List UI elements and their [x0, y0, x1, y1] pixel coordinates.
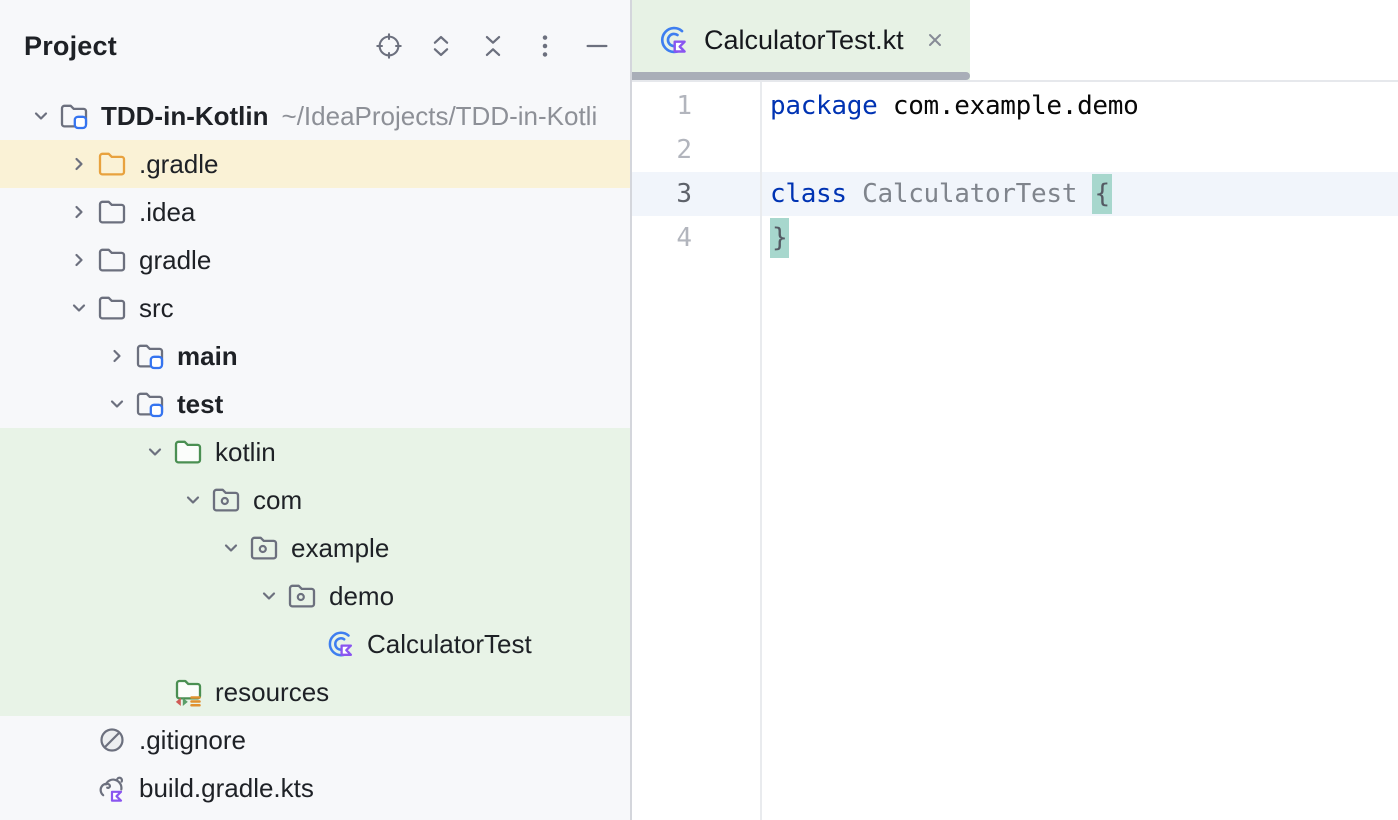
tree-item-label: main	[177, 340, 238, 371]
tree-item-main[interactable]: main	[0, 332, 630, 380]
tree-item-resources[interactable]: resources	[0, 668, 630, 716]
tree-item-build-gradle-kts[interactable]: build.gradle.kts	[0, 764, 630, 812]
package-icon	[286, 580, 318, 612]
package-icon	[248, 532, 280, 564]
code-token-plain: com.example.demo	[877, 91, 1139, 121]
project-tool-window: Project TDD-in-Kotlin ~/IdeaProjects/TDD-…	[0, 0, 632, 820]
line-number[interactable]: 1	[676, 91, 692, 121]
tree-item-label: com	[253, 484, 303, 515]
tree-item-gitignore[interactable]: .gitignore	[0, 716, 630, 764]
line-number[interactable]: 3	[676, 179, 692, 209]
code-token-plain	[1077, 179, 1092, 209]
expand-all-icon[interactable]	[426, 31, 456, 61]
code-token-brace-highlight: }	[770, 218, 790, 258]
editor-pane: CalculatorTest.kt 1 package com.example.d…	[632, 0, 1398, 820]
tree-item-label: .idea	[139, 196, 196, 227]
chevron-down-icon[interactable]	[214, 536, 248, 560]
editor-tab-calculatortest[interactable]: CalculatorTest.kt	[632, 0, 970, 80]
tree-item-label: .gitignore	[139, 724, 246, 755]
tree-item-label: example	[291, 532, 390, 563]
chevron-down-icon[interactable]	[100, 392, 134, 416]
tree-item-label: test	[177, 388, 224, 419]
more-options-icon[interactable]	[530, 31, 560, 61]
kotlin-test-class-icon	[324, 628, 356, 660]
tree-item-idea[interactable]: .idea	[0, 188, 630, 236]
code-token-keyword: class	[770, 179, 847, 209]
kotlin-test-class-icon	[656, 23, 690, 57]
chevron-down-icon[interactable]	[62, 296, 96, 320]
tree-item-label: gradle	[139, 244, 212, 275]
chevron-right-icon[interactable]	[62, 248, 96, 272]
tree-item-label: kotlin	[215, 436, 276, 467]
folder-icon	[96, 244, 128, 276]
test-resources-icon	[172, 676, 204, 708]
tree-item-calculatortest[interactable]: CalculatorTest	[0, 620, 630, 668]
code-line-text: class CalculatorTest {	[770, 174, 1112, 214]
locate-icon[interactable]	[374, 31, 404, 61]
tree-item-label: resources	[215, 676, 330, 707]
collapse-all-icon[interactable]	[478, 31, 508, 61]
code-line-text: package com.example.demo	[770, 91, 1139, 121]
folder-icon	[96, 292, 128, 324]
project-panel-header: Project	[0, 0, 630, 92]
tree-item-label: build.gradle.kts	[139, 772, 314, 803]
tree-item-gradle[interactable]: .gradle	[0, 140, 630, 188]
folder-green-icon	[172, 436, 204, 468]
active-tab-underline	[632, 72, 970, 80]
tree-item-tdd-in-kotlin[interactable]: TDD-in-Kotlin ~/IdeaProjects/TDD-in-Kotli	[0, 92, 630, 140]
project-panel-toolbar	[374, 31, 612, 61]
tree-item-label: TDD-in-Kotlin	[101, 100, 269, 131]
tree-item-kotlin[interactable]: kotlin	[0, 428, 630, 476]
ignored-file-icon	[96, 724, 128, 756]
code-line-3[interactable]: 3 class CalculatorTest {	[632, 172, 1398, 216]
project-panel-title[interactable]: Project	[24, 30, 117, 61]
module-folder-icon	[134, 340, 166, 372]
code-line-4[interactable]: 4}	[632, 216, 1398, 260]
code-line-2[interactable]: 2	[632, 128, 1398, 172]
tree-item-label: CalculatorTest	[367, 628, 532, 659]
tree-item-label: src	[139, 292, 174, 323]
folder-icon	[96, 196, 128, 228]
package-icon	[210, 484, 242, 516]
code-token-unused: CalculatorTest	[862, 179, 1078, 209]
tab-label: CalculatorTest.kt	[704, 24, 904, 55]
tree-item-label: .gradle	[139, 148, 219, 179]
chevron-right-icon[interactable]	[100, 344, 134, 368]
project-path: ~/IdeaProjects/TDD-in-Kotli	[281, 100, 598, 131]
project-tree: TDD-in-Kotlin ~/IdeaProjects/TDD-in-Kotli…	[0, 92, 630, 820]
code-token-brace-highlight: {	[1092, 174, 1112, 214]
code-area[interactable]: 1 package com.example.demo 2 3 class Calcula…	[632, 82, 1398, 820]
chevron-down-icon[interactable]	[138, 440, 172, 464]
tree-item-test[interactable]: test	[0, 380, 630, 428]
chevron-down-icon[interactable]	[24, 104, 58, 128]
gutter-separator	[760, 82, 762, 820]
chevron-right-icon[interactable]	[62, 152, 96, 176]
hide-icon[interactable]	[582, 31, 612, 61]
line-number[interactable]: 4	[676, 223, 692, 253]
tree-item-example[interactable]: example	[0, 524, 630, 572]
chevron-down-icon[interactable]	[176, 488, 210, 512]
chevron-right-icon[interactable]	[62, 200, 96, 224]
code-token-keyword: package	[770, 91, 878, 121]
line-number[interactable]: 2	[676, 135, 692, 165]
module-folder-icon	[58, 100, 90, 132]
code-token-plain	[847, 179, 862, 209]
code-line-text: }	[770, 218, 790, 258]
tree-item-src[interactable]: src	[0, 284, 630, 332]
module-folder-icon	[134, 388, 166, 420]
tab-close-icon[interactable]	[922, 27, 948, 53]
editor-tab-bar: CalculatorTest.kt	[632, 0, 1398, 82]
tree-item-demo[interactable]: demo	[0, 572, 630, 620]
gradle-kotlin-script-icon	[96, 772, 128, 804]
tree-item-com[interactable]: com	[0, 476, 630, 524]
tree-item-gradle[interactable]: gradle	[0, 236, 630, 284]
folder-orange-icon	[96, 148, 128, 180]
chevron-down-icon[interactable]	[252, 584, 286, 608]
tree-item-label: demo	[329, 580, 395, 611]
code-line-1[interactable]: 1 package com.example.demo	[632, 84, 1398, 128]
